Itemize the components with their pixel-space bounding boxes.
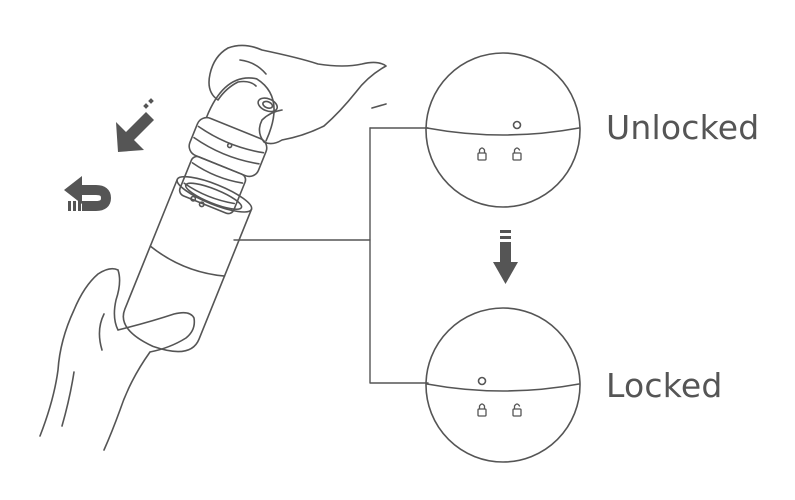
connector-to-unlocked (369, 127, 429, 384)
locked-label: Locked (606, 366, 723, 405)
unlock-icon (512, 403, 522, 417)
down-arrow-icon (493, 230, 518, 284)
bottle-illustration (39, 44, 387, 451)
lock-icon (477, 147, 487, 161)
locked-detail (425, 307, 581, 463)
upper-hand (208, 44, 387, 145)
counterclockwise-rotate-arrow-icon (64, 176, 111, 211)
lock-icon (477, 403, 487, 417)
bottle-body (122, 175, 253, 353)
indicator-dot (512, 120, 522, 130)
connector-lines (233, 127, 429, 384)
indicator-dot (477, 376, 487, 386)
unlock-icon (512, 147, 522, 161)
unlocked-detail (425, 52, 581, 208)
unlocked-label: Unlocked (606, 108, 760, 147)
lower-hand (39, 267, 196, 451)
bottle-neck-cap (178, 77, 279, 215)
diagonal-down-arrow-icon (116, 98, 154, 152)
